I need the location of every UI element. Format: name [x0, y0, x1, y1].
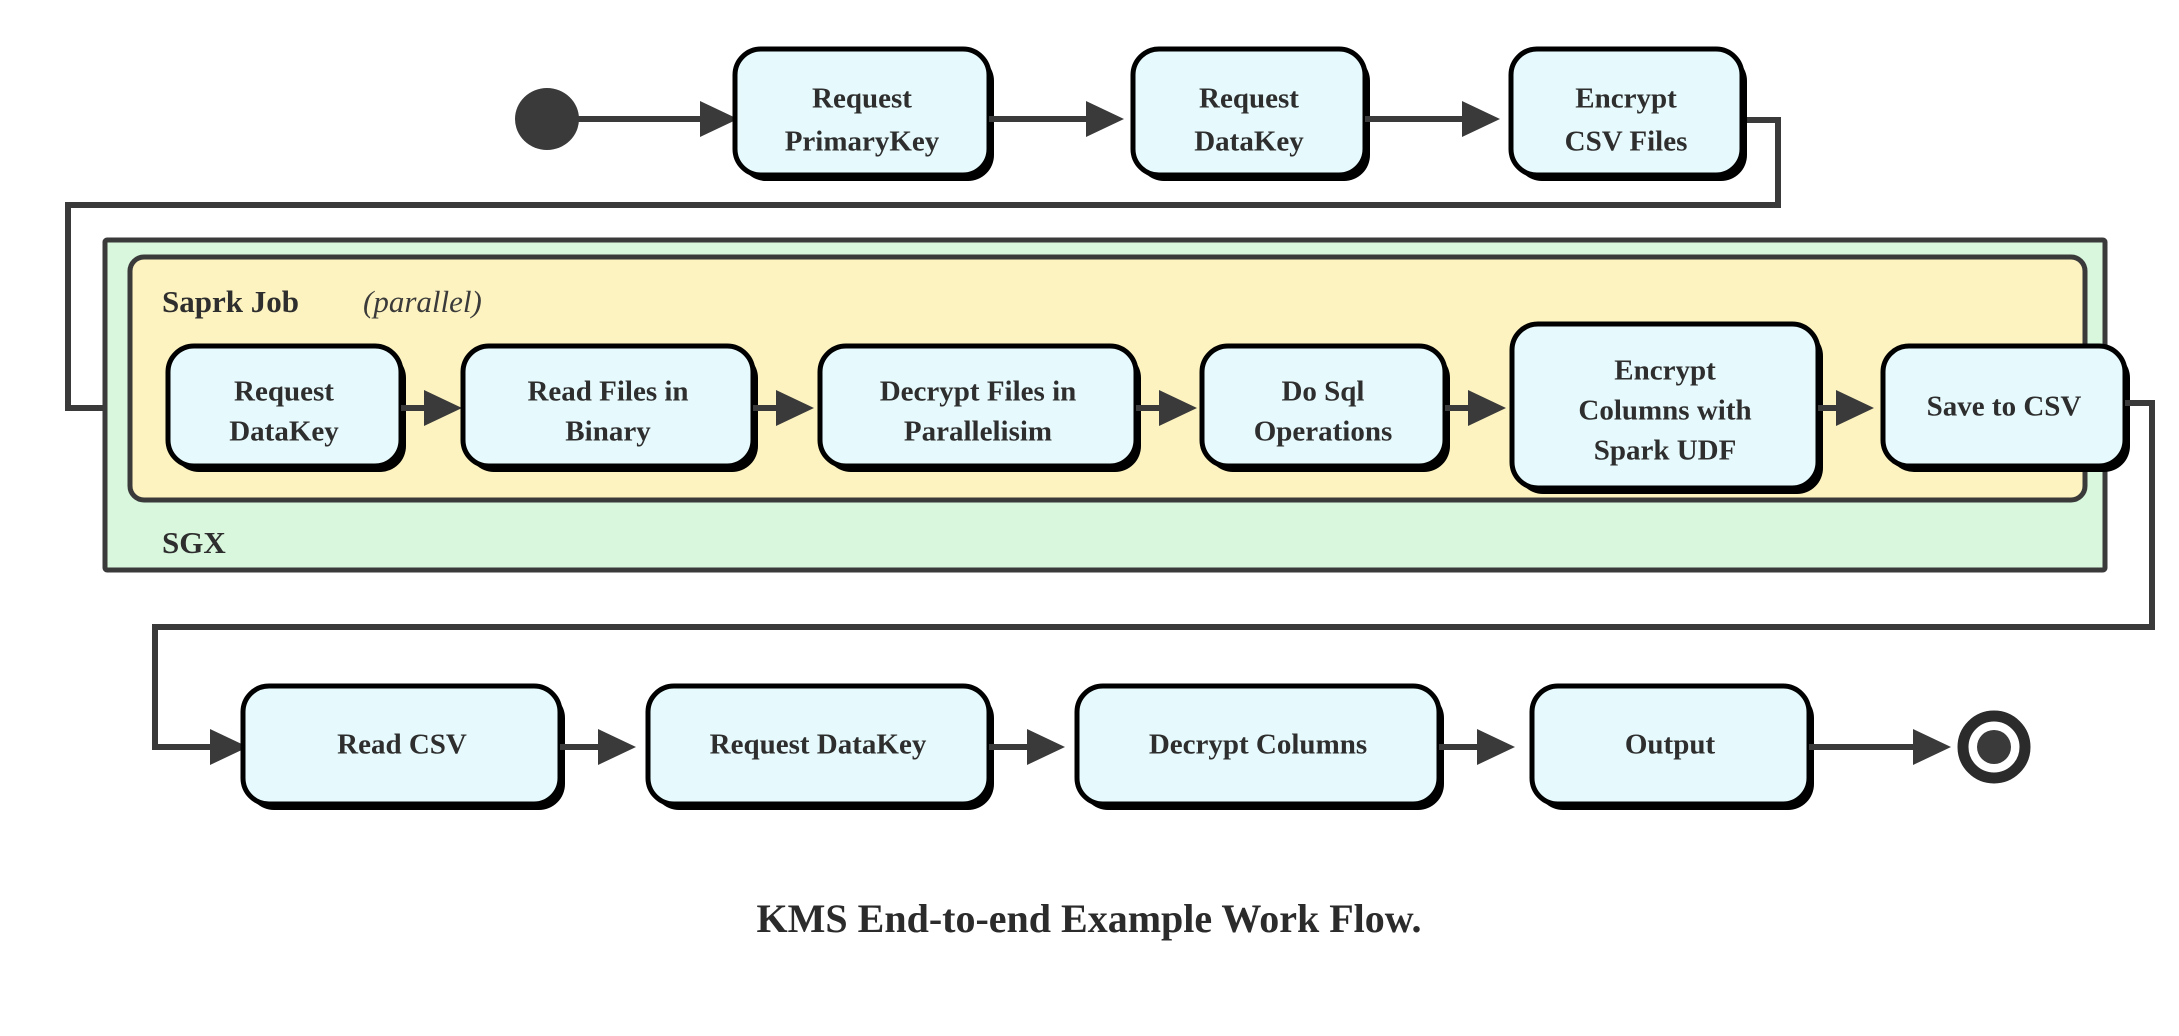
- end-node: [1957, 710, 2031, 784]
- node-label-line1: Do Sql: [1281, 376, 1364, 408]
- node-read-files-in-binary[interactable]: Read Files in Binary: [460, 343, 758, 472]
- arrow-head-icon: [1027, 729, 1065, 765]
- node-label-line1: Read Files in: [527, 376, 688, 408]
- node-decrypt-columns[interactable]: Decrypt Columns: [1074, 683, 1444, 810]
- node-request-datakey-top[interactable]: Request DataKey: [1130, 46, 1370, 181]
- spark-job-group-label: Saprk Job: [162, 284, 299, 319]
- arrow-head-icon: [700, 101, 738, 137]
- node-label-line2: Operations: [1254, 416, 1393, 448]
- node-label-line1: Read CSV: [337, 729, 467, 761]
- node-save-to-csv[interactable]: Save to CSV: [1880, 343, 2130, 472]
- node-label-line1: Request: [234, 376, 334, 408]
- node-label-line1: Encrypt: [1575, 83, 1677, 115]
- arrow-head-icon: [598, 729, 636, 765]
- edge-decrypt-columns-to-output: [1439, 729, 1515, 765]
- node-label-line1: Request DataKey: [710, 729, 927, 761]
- diagram-caption: KMS End-to-end Example Work Flow.: [757, 896, 1422, 941]
- node-label-line1: Output: [1625, 729, 1716, 761]
- arrow-head-icon: [1913, 729, 1951, 765]
- node-output[interactable]: Output: [1529, 683, 1814, 810]
- edge-output-to-end: [1809, 729, 1951, 765]
- node-label-line2: Parallelisim: [904, 416, 1052, 448]
- start-node: [515, 88, 579, 150]
- node-label-line2: DataKey: [229, 416, 339, 448]
- node-label-line2: Columns with: [1578, 395, 1751, 427]
- edge-read-csv-to-request-datakey: [560, 729, 636, 765]
- node-label-line1: Request: [812, 83, 912, 115]
- node-label-line3: Spark UDF: [1594, 435, 1737, 467]
- edge-read-files-to-decrypt-files: [753, 390, 814, 426]
- node-label-line2: CSV Files: [1565, 126, 1688, 158]
- arrow-head-icon: [1836, 390, 1874, 426]
- arrow-head-icon: [210, 729, 248, 765]
- node-read-csv[interactable]: Read CSV: [240, 683, 565, 810]
- edge-datakey-to-encrypt-csv: [1365, 101, 1500, 137]
- edge-spark-datakey-to-read-files: [401, 390, 462, 426]
- spark-job-parallel-annotation: (parallel): [363, 284, 482, 319]
- arrow-head-icon: [776, 390, 814, 426]
- arrow-head-icon: [1477, 729, 1515, 765]
- node-label-line1: Encrypt: [1614, 355, 1716, 387]
- edge-decrypt-files-to-do-sql: [1136, 390, 1197, 426]
- edge-primarykey-to-datakey: [989, 101, 1124, 137]
- node-label-line2: PrimaryKey: [785, 126, 940, 158]
- arrow-head-icon: [1159, 390, 1197, 426]
- edge-request-datakey-to-decrypt-columns: [989, 729, 1065, 765]
- node-label-line1: Save to CSV: [1927, 391, 2082, 423]
- node-encrypt-columns-with-spark-udf[interactable]: Encrypt Columns with Spark UDF: [1509, 321, 1823, 494]
- arrow-head-icon: [1468, 390, 1506, 426]
- node-label-line1: Request: [1199, 83, 1299, 115]
- edge-start-to-request-primarykey: [578, 101, 738, 137]
- edge-do-sql-to-encrypt-columns: [1445, 390, 1506, 426]
- node-label-line2: Binary: [565, 416, 651, 448]
- arrow-head-icon: [1462, 101, 1500, 137]
- edge-save-csv-to-read-csv: [152, 400, 2155, 765]
- node-encrypt-csv-files[interactable]: Encrypt CSV Files: [1508, 46, 1747, 181]
- node-request-datakey-spark[interactable]: Request DataKey: [165, 343, 406, 472]
- node-label-line1: Decrypt Files in: [880, 376, 1077, 408]
- node-label-line1: Decrypt Columns: [1149, 729, 1367, 761]
- node-request-datakey-bottom[interactable]: Request DataKey: [645, 683, 994, 810]
- sgx-group-label: SGX: [162, 525, 226, 560]
- node-decrypt-files-in-parallelisim[interactable]: Decrypt Files in Parallelisim: [817, 343, 1141, 472]
- edge-encrypt-columns-to-save-csv: [1818, 390, 1874, 426]
- arrow-head-icon: [424, 390, 462, 426]
- node-label-line2: DataKey: [1194, 126, 1304, 158]
- arrow-head-icon: [1086, 101, 1124, 137]
- node-request-primarykey[interactable]: Request PrimaryKey: [732, 46, 994, 181]
- node-do-sql-operations[interactable]: Do Sql Operations: [1199, 343, 1450, 472]
